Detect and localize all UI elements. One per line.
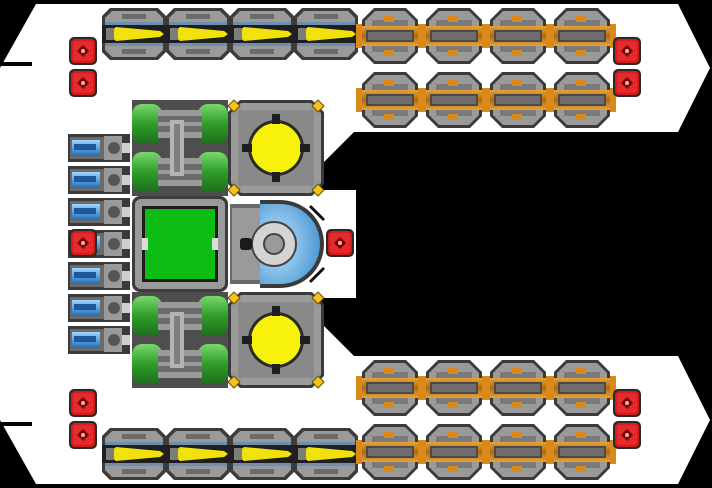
autocannon-icon[interactable] xyxy=(420,72,488,128)
autocannon-icon[interactable] xyxy=(356,8,424,64)
connector-node-icon[interactable] xyxy=(69,421,97,449)
autocannon-icon[interactable] xyxy=(484,424,552,480)
autocannon-icon[interactable] xyxy=(484,360,552,416)
ion-engine-icon[interactable] xyxy=(68,326,130,354)
laser-blaster-icon[interactable] xyxy=(102,8,166,60)
laser-blaster-icon[interactable] xyxy=(230,8,294,60)
autocannon-icon[interactable] xyxy=(548,72,616,128)
reactor-core-icon[interactable] xyxy=(227,291,325,389)
hull-left-gap-top xyxy=(0,62,32,66)
laser-blaster-icon[interactable] xyxy=(294,428,358,480)
command-module-icon[interactable] xyxy=(132,196,228,292)
fuel-tank-icon[interactable] xyxy=(132,100,228,196)
connector-node-icon[interactable] xyxy=(613,69,641,97)
autocannon-icon[interactable] xyxy=(548,360,616,416)
laser-blaster-icon[interactable] xyxy=(166,428,230,480)
autocannon-icon[interactable] xyxy=(356,424,424,480)
connector-node-icon[interactable] xyxy=(613,389,641,417)
hull-left-gap-bot xyxy=(0,422,32,426)
laser-blaster-icon[interactable] xyxy=(166,8,230,60)
connector-node-icon[interactable] xyxy=(69,389,97,417)
ion-engine-icon[interactable] xyxy=(68,134,130,162)
fuel-tank-icon[interactable] xyxy=(132,292,228,388)
laser-blaster-icon[interactable] xyxy=(294,8,358,60)
connector-node-icon[interactable] xyxy=(326,229,354,257)
connector-node-icon[interactable] xyxy=(69,37,97,65)
autocannon-icon[interactable] xyxy=(548,8,616,64)
reactor-core-icon[interactable] xyxy=(227,99,325,197)
ion-engine-icon[interactable] xyxy=(68,262,130,290)
laser-blaster-icon[interactable] xyxy=(102,428,166,480)
connector-node-icon[interactable] xyxy=(69,229,97,257)
connector-node-icon[interactable] xyxy=(69,69,97,97)
autocannon-icon[interactable] xyxy=(356,72,424,128)
autocannon-icon[interactable] xyxy=(484,72,552,128)
connector-node-icon[interactable] xyxy=(613,421,641,449)
autocannon-icon[interactable] xyxy=(356,360,424,416)
autocannon-icon[interactable] xyxy=(420,424,488,480)
autocannon-icon[interactable] xyxy=(484,8,552,64)
ion-engine-icon[interactable] xyxy=(68,166,130,194)
connector-node-icon[interactable] xyxy=(613,37,641,65)
autocannon-icon[interactable] xyxy=(420,360,488,416)
ion-engine-icon[interactable] xyxy=(68,198,130,226)
autocannon-icon[interactable] xyxy=(420,8,488,64)
gyroscope-icon[interactable] xyxy=(230,200,326,288)
ion-engine-icon[interactable] xyxy=(68,294,130,322)
laser-blaster-icon[interactable] xyxy=(230,428,294,480)
autocannon-icon[interactable] xyxy=(548,424,616,480)
